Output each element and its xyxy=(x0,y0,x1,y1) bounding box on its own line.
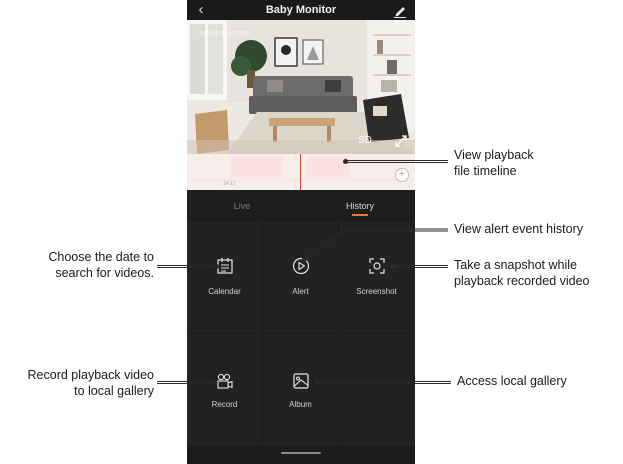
record-label: Record xyxy=(211,400,238,409)
callout-calendar-line1: Choose the date to xyxy=(48,250,154,264)
top-bar xyxy=(187,0,415,20)
callout-calendar-line2: search for videos. xyxy=(55,266,154,280)
callout-screenshot-line2: playback recorded video xyxy=(454,274,590,288)
leader-line-alert xyxy=(301,228,448,263)
quality-sd-button[interactable]: SD xyxy=(358,135,372,146)
album-icon xyxy=(291,371,311,391)
living-room-scene xyxy=(187,20,415,154)
alert-label: Alert xyxy=(292,287,309,296)
empty-grid-cell xyxy=(339,334,415,446)
timeline-time-label: 14:10 xyxy=(223,181,236,187)
tab-live[interactable]: Live xyxy=(233,201,251,211)
callout-record-line2: to local gallery xyxy=(74,384,154,398)
fullscreen-icon[interactable] xyxy=(394,134,408,148)
leader-dot-album xyxy=(314,380,319,385)
calendar-icon xyxy=(215,256,235,276)
album-label: Album xyxy=(289,400,312,409)
record-button[interactable]: Record xyxy=(187,334,262,446)
leader-dot-timeline xyxy=(343,159,348,164)
callout-timeline: View playback file timeline xyxy=(454,147,534,179)
callout-screenshot: Take a snapshot while playback recorded … xyxy=(454,257,590,289)
screenshot-label: Screenshot xyxy=(356,287,397,296)
leader-line-calendar xyxy=(157,265,216,268)
album-button[interactable]: Album xyxy=(263,334,338,446)
record-icon xyxy=(215,371,235,391)
leader-line-timeline xyxy=(346,160,448,163)
timeline-zoom-plus-icon[interactable]: + xyxy=(395,168,409,182)
tab-history[interactable]: History xyxy=(345,201,374,211)
callout-calendar: Choose the date to search for videos. xyxy=(36,249,154,281)
calendar-label: Calendar xyxy=(208,287,241,296)
calendar-button[interactable]: Calendar xyxy=(187,221,262,333)
callout-alert: View alert event history xyxy=(454,222,583,236)
active-tab-indicator xyxy=(352,214,368,216)
video-timestamp: 2021-05-01 15:20:09 xyxy=(199,31,250,37)
tab-bar xyxy=(187,190,415,220)
leader-dot-record xyxy=(212,380,217,385)
leader-dot-screenshot xyxy=(391,264,396,269)
alert-button[interactable]: Alert xyxy=(263,221,338,333)
home-indicator xyxy=(281,452,321,454)
screenshot-button[interactable]: Screenshot xyxy=(339,221,415,333)
edit-pencil-icon[interactable] xyxy=(392,1,408,19)
callout-screenshot-line1: Take a snapshot while xyxy=(454,258,577,272)
leader-line-album xyxy=(317,381,451,384)
callout-album: Access local gallery xyxy=(457,374,567,388)
leader-dot-calendar xyxy=(214,264,219,269)
callout-record-line1: Record playback video xyxy=(27,368,154,382)
back-arrow-icon[interactable]: ‹ xyxy=(198,1,204,18)
phone-screen: ‹ Baby Monitor xyxy=(187,0,415,464)
leader-line-record xyxy=(157,381,214,384)
callout-timeline-line1: View playback xyxy=(454,148,534,162)
play-circle-icon xyxy=(291,256,311,276)
leader-line-screenshot xyxy=(394,265,448,268)
timeline-playhead[interactable] xyxy=(300,154,301,190)
callout-record: Record playback video to local gallery xyxy=(10,367,154,399)
callout-timeline-line2: file timeline xyxy=(454,164,517,178)
screenshot-icon xyxy=(367,256,387,276)
video-feed[interactable] xyxy=(187,20,415,154)
page-title: Baby Monitor xyxy=(265,4,337,16)
